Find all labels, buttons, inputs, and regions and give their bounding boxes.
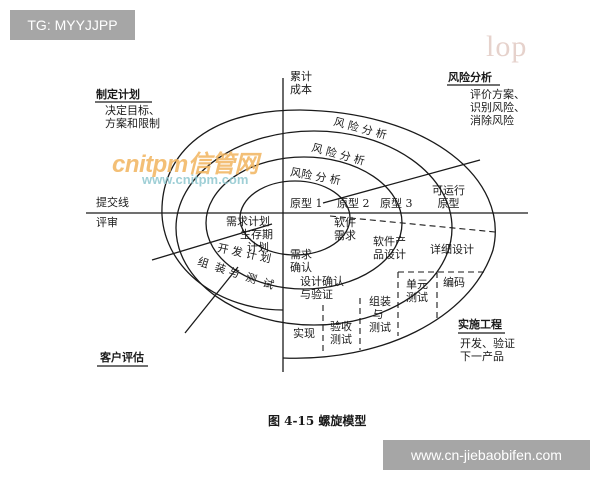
dashed-line-detailed-design: [329, 215, 496, 233]
unit-test: 单元 测试: [406, 278, 428, 304]
radial-line-prototype: [322, 159, 481, 204]
spiral-loop-4: [161, 109, 496, 359]
integration-test: 组装 与 测试: [369, 295, 391, 334]
engineering-title: 实施工程: [458, 318, 502, 331]
software-product-design: 软件产 品设计: [373, 235, 406, 261]
acceptance-test: 验收 测试: [330, 320, 352, 346]
operational-prototype: 可运行 原型: [432, 184, 465, 210]
risk-analysis-title: 风险分析: [448, 71, 492, 84]
tg-badge: TG: MYYJJPP: [10, 10, 135, 40]
radial-line-planning: [151, 223, 273, 261]
cumulative-cost-label: 累计 成本: [290, 70, 312, 96]
figure-caption: 图 4-15 螺旋模型: [268, 414, 367, 428]
coding: 编码: [443, 276, 465, 289]
requirements-validation: 需求 确认: [290, 248, 312, 274]
radial-line-customer: [184, 266, 239, 334]
requirements-plan: 需求计划: [226, 215, 270, 228]
review-label: 评审: [96, 216, 118, 229]
watermark-url: www.cnitpm.com: [142, 172, 249, 187]
risk-analysis-desc: 评价方案、 识别风险、 消除风险: [470, 88, 525, 127]
planning-desc: 决定目标、 方案和限制: [105, 104, 160, 130]
customer-evaluation-title: 客户评估: [100, 351, 144, 364]
lifecycle-plan: 生存期 计划: [240, 228, 273, 254]
software-requirements: 软件 需求: [334, 216, 356, 242]
implementation: 实现: [293, 327, 315, 340]
watermark-brand: cnitpm信管网: [112, 151, 259, 178]
commit-line-label: 提交线: [96, 196, 129, 209]
design-validation: 设计确认 与验证: [300, 275, 344, 301]
engineering-desc: 开发、验证 下一产品: [460, 337, 515, 363]
prototype-2: 原型 2: [337, 197, 370, 210]
detailed-design: 详细设计: [430, 243, 474, 256]
prototype-1: 原型 1: [290, 197, 323, 210]
planning-title: 制定计划: [96, 88, 140, 101]
site-badge: www.cn-jiebaobifen.com: [383, 440, 590, 470]
prototype-3: 原型 3: [380, 197, 413, 210]
faint-logo: lop: [486, 30, 528, 63]
